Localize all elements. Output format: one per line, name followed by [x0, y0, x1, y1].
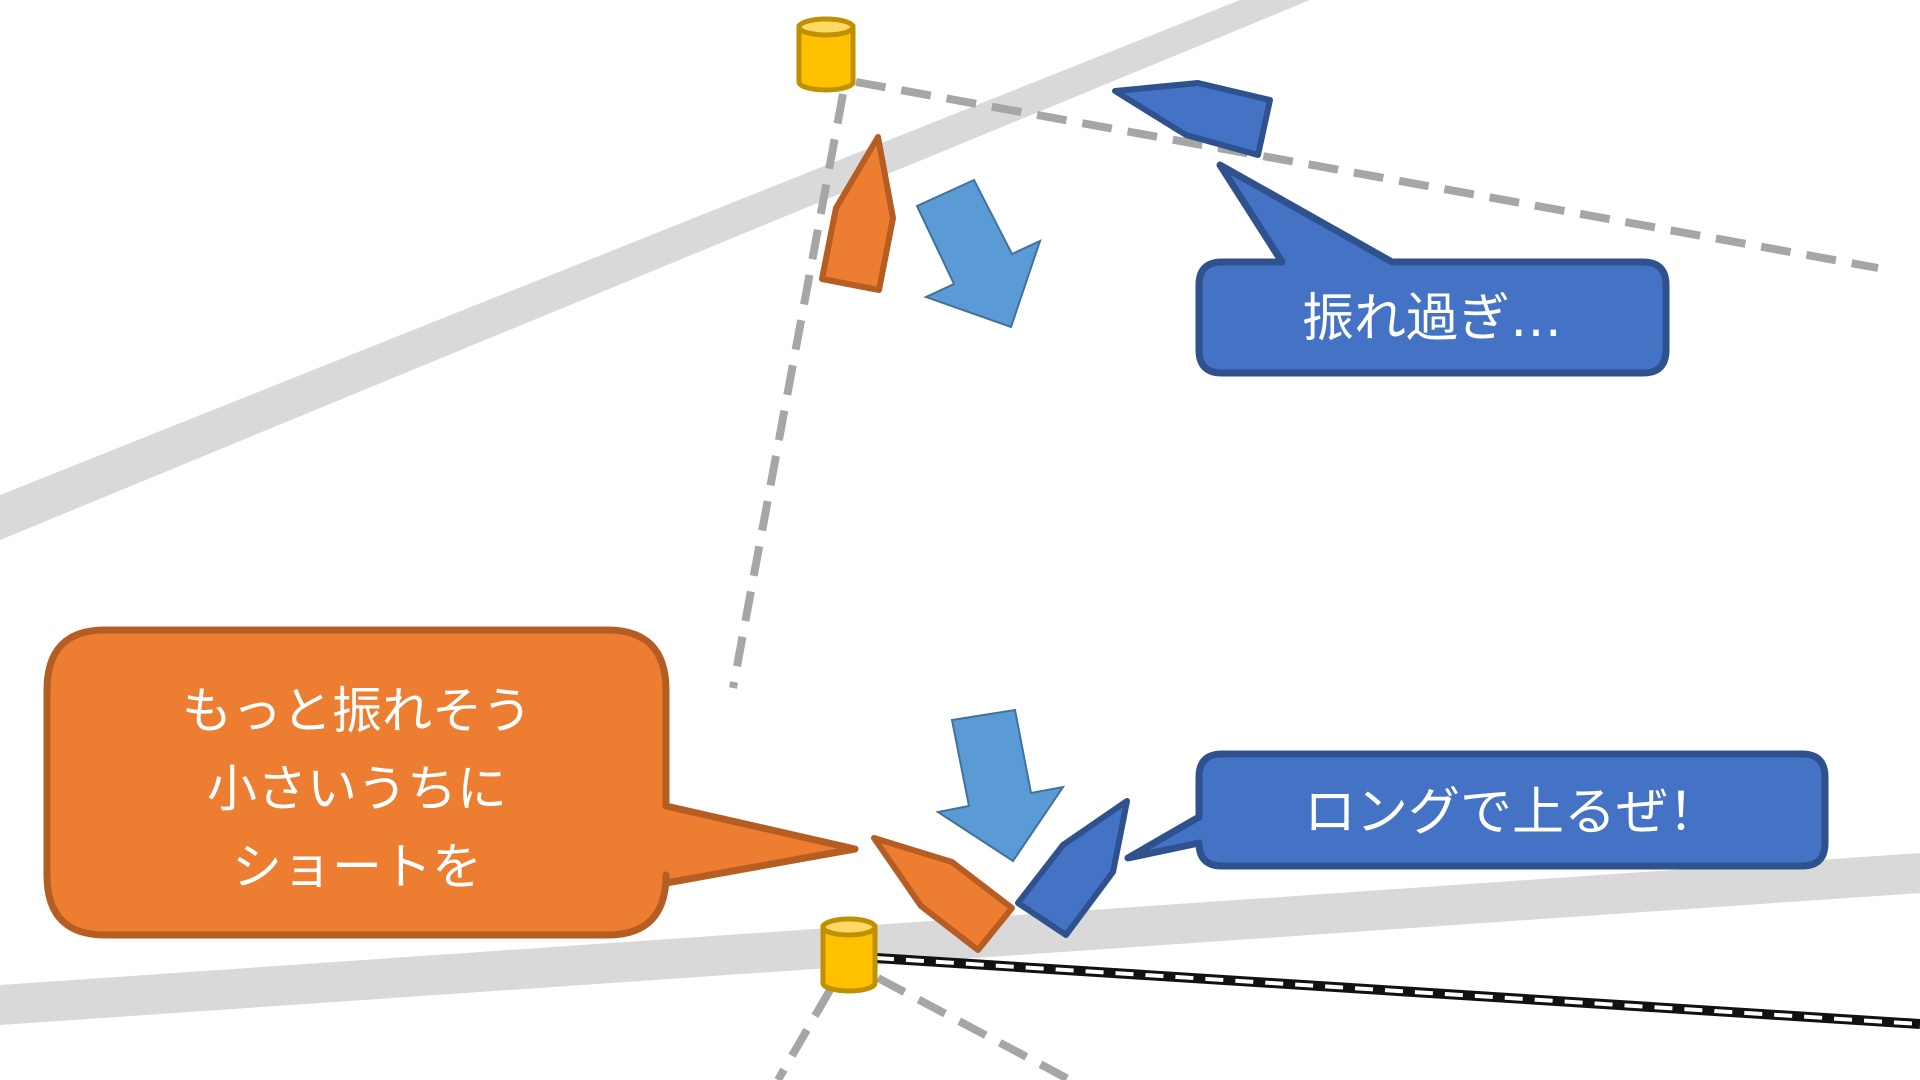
arrow-down-icon: [935, 708, 1066, 863]
callout-short-tack: もっと振れそう 小さいうちに ショートを: [43, 626, 859, 939]
callout-overshift-text: 振れ過ぎ…: [1302, 289, 1562, 349]
arrow-down-right-icon: [915, 178, 1042, 329]
callout-short-tack-line-1: もっと振れそう: [182, 682, 532, 740]
layline-bottom-right: [876, 974, 1072, 1080]
callout-overshift: 振れ過ぎ…: [1195, 161, 1670, 377]
callout-long-tack: ロングで上るぜ！: [1124, 750, 1829, 870]
orange-boat-top-boat-icon: [819, 134, 896, 293]
bottom-mark-buoy-icon: [820, 916, 878, 994]
layline-top-down: [729, 93, 847, 689]
blue-boat-top-boat-icon: [1112, 80, 1273, 158]
blue-boat-bottom-boat-icon: [1015, 798, 1130, 938]
callout-short-tack-line-3: ショートを: [232, 838, 482, 896]
callout-long-tack-text: ロングで上るぜ！: [1304, 783, 1720, 843]
layline-bottom-left: [774, 987, 834, 1080]
top-mark-buoy-icon: [796, 16, 856, 93]
wind-band-top: [0, 0, 1310, 540]
start-line-dashes: [875, 956, 1920, 1026]
orange-boat-bottom-boat-icon: [871, 835, 1015, 953]
callout-short-tack-line-2: 小さいうちに: [207, 760, 507, 818]
layline-top-right: [855, 78, 1879, 272]
